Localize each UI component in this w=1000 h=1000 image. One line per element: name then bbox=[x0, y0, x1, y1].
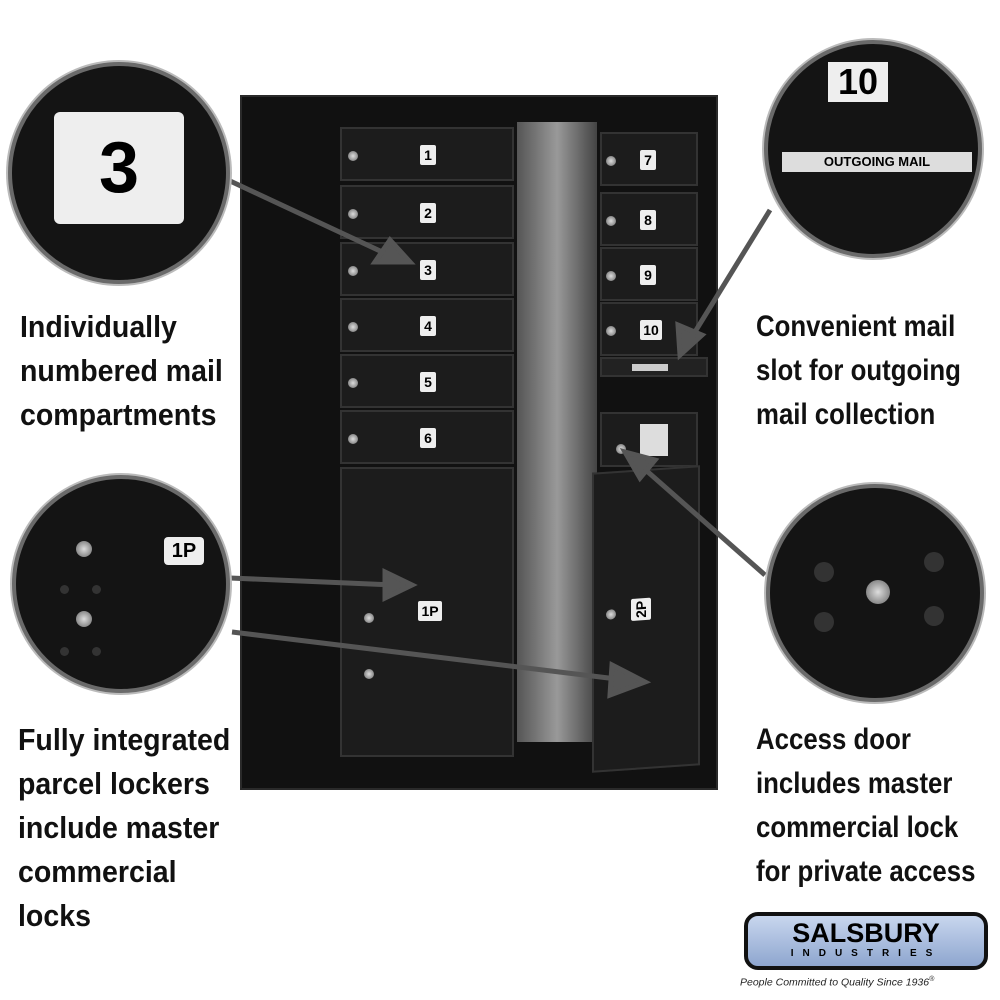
rivet bbox=[814, 562, 834, 582]
mail-compartment-door[interactable]: 1 bbox=[340, 127, 514, 181]
lock-icon bbox=[364, 669, 374, 679]
caption-line: includes master bbox=[756, 767, 953, 800]
rivet bbox=[924, 606, 944, 626]
detail-circle-access-lock bbox=[766, 484, 984, 702]
lock-icon bbox=[348, 378, 358, 388]
mail-compartment-door[interactable]: 8 bbox=[600, 192, 698, 246]
caption-line: Convenient mail bbox=[756, 310, 956, 343]
parcel-badge: 1P bbox=[164, 537, 204, 565]
registered-mark: ® bbox=[929, 976, 935, 983]
mail-compartment-door[interactable]: 4 bbox=[340, 298, 514, 352]
compartment-number: 6 bbox=[420, 428, 436, 448]
open-interior bbox=[517, 122, 597, 742]
outgoing-label-plate bbox=[632, 364, 668, 371]
lock-icon bbox=[348, 434, 358, 444]
caption-line: Access door bbox=[756, 723, 911, 756]
rivet bbox=[92, 647, 101, 656]
lock-icon bbox=[348, 322, 358, 332]
rivet bbox=[60, 585, 69, 594]
salsbury-logo: SALSBURY INDUSTRIES bbox=[744, 912, 988, 970]
lock-icon bbox=[866, 580, 890, 604]
compartment-number: 10 bbox=[640, 320, 662, 340]
lock-icon bbox=[606, 156, 616, 166]
caption-line: compartments bbox=[20, 397, 217, 432]
lock-icon bbox=[348, 209, 358, 219]
compartment-number: 7 bbox=[640, 150, 656, 170]
mail-compartment-door[interactable]: 6 bbox=[340, 410, 514, 464]
rivet bbox=[60, 647, 69, 656]
caption-outgoing: Convenient mail slot for outgoing mail col… bbox=[756, 305, 961, 437]
parcel-locker-door[interactable]: 1P bbox=[340, 467, 514, 757]
caption-line: Individually bbox=[20, 309, 177, 344]
mail-compartment-door[interactable]: 7 bbox=[600, 132, 698, 186]
compartment-number: 9 bbox=[640, 265, 656, 285]
compartment-number: 3 bbox=[420, 260, 436, 280]
lock-icon bbox=[606, 271, 616, 281]
rivet bbox=[92, 585, 101, 594]
mail-compartment-door[interactable]: 2 bbox=[340, 185, 514, 239]
caption-access: Access door includes master commercial loc… bbox=[756, 718, 975, 894]
lock-icon bbox=[348, 151, 358, 161]
tagline-text: People Committed to Quality Since 1936 bbox=[740, 976, 930, 989]
caption-parcel: Fully integrated parcel lockers include ma… bbox=[18, 718, 230, 938]
compartment-number: 1 bbox=[420, 145, 436, 165]
caption-line: Fully integrated bbox=[18, 722, 231, 757]
caption-line: commercial lock bbox=[756, 811, 959, 844]
lock-icon bbox=[76, 611, 92, 627]
caption-line: parcel lockers bbox=[18, 766, 210, 801]
caption-line: mail collection bbox=[756, 398, 936, 431]
caption-line: commercial bbox=[18, 854, 177, 889]
logo-name: SALSBURY bbox=[792, 918, 940, 948]
lock-icon bbox=[364, 613, 374, 623]
detail-circle-outgoing: 10 OUTGOING MAIL bbox=[764, 40, 982, 258]
mail-compartment-door[interactable]: 5 bbox=[340, 354, 514, 408]
detail-circle-parcel: 1P bbox=[12, 475, 230, 693]
caption-line: locks bbox=[18, 898, 91, 933]
caption-line: slot for outgoing bbox=[756, 354, 961, 387]
compartment-number: 5 bbox=[420, 372, 436, 392]
outgoing-mail-slot[interactable] bbox=[600, 357, 708, 377]
rivet bbox=[924, 552, 944, 572]
lock-icon bbox=[606, 216, 616, 226]
parcel-number: 1P bbox=[418, 601, 442, 621]
caption-line: for private access bbox=[756, 855, 976, 888]
compartment-number: 2 bbox=[420, 203, 436, 223]
number-plate: 10 bbox=[828, 62, 888, 102]
lock-icon bbox=[348, 266, 358, 276]
logo-tagline: People Committed to Quality Since 1936® bbox=[740, 976, 934, 989]
lock-icon bbox=[606, 326, 616, 336]
compartment-number: 4 bbox=[420, 316, 436, 336]
us-mail-plate bbox=[640, 424, 668, 456]
outgoing-mail-label: OUTGOING MAIL bbox=[782, 152, 972, 172]
mail-compartment-door[interactable]: 9 bbox=[600, 247, 698, 301]
caption-line: numbered mail bbox=[20, 353, 223, 388]
mail-compartment-door[interactable]: 3 bbox=[340, 242, 514, 296]
rivet bbox=[814, 612, 834, 632]
number-plate: 3 bbox=[54, 112, 184, 224]
logo-sub: INDUSTRIES bbox=[790, 948, 942, 959]
compartment-number: 8 bbox=[640, 210, 656, 230]
caption-compartments: Individually numbered mail compartments bbox=[20, 305, 223, 437]
detail-circle-number: 3 bbox=[8, 62, 230, 284]
caption-line: include master bbox=[18, 810, 220, 845]
lock-icon bbox=[76, 541, 92, 557]
